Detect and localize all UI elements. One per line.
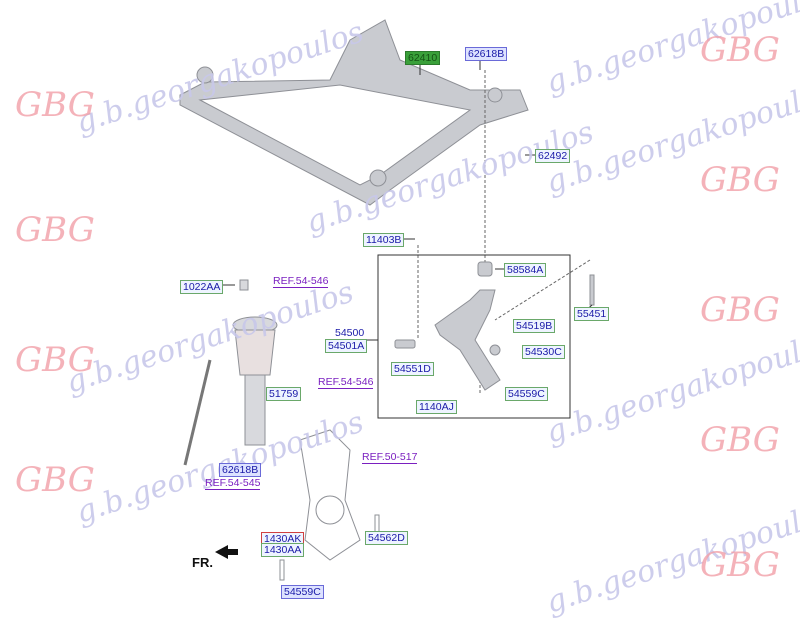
front-arrow-icon — [215, 545, 238, 559]
part-label-51759[interactable]: 51759 — [266, 387, 302, 401]
part-label-62618b[interactable]: 62618B — [465, 47, 508, 61]
watermark-logo-icon: GBG — [700, 30, 780, 70]
watermark-logo-icon: GBG — [15, 85, 95, 125]
watermark-logo-icon: GBG — [700, 545, 780, 585]
part-label-1140aj[interactable]: 1140AJ — [416, 400, 457, 414]
part-label-55451[interactable]: 55451 — [574, 307, 610, 321]
part-label-54500[interactable]: 54500 — [335, 327, 365, 339]
part-label-58584a[interactable]: 58584A — [504, 263, 547, 277]
watermark-logo-icon: GBG — [15, 460, 95, 500]
part-label-62492[interactable]: 62492 — [535, 149, 571, 163]
watermark-logo-icon: GBG — [15, 340, 95, 380]
watermark-logo-icon: GBG — [700, 290, 780, 330]
part-label-11403b[interactable]: 11403B — [363, 233, 405, 247]
ref-label-50-517[interactable]: REF.50-517 — [362, 451, 418, 464]
part-label-54551d[interactable]: 54551D — [391, 362, 434, 376]
part-label-54530c[interactable]: 54530C — [522, 345, 565, 359]
part-label-62410[interactable]: 62410 — [405, 51, 441, 65]
part-label-62618b-lower[interactable]: 62618B — [219, 463, 262, 477]
part-label-1430ak[interactable]: 1430AK — [261, 532, 305, 546]
part-label-54519b[interactable]: 54519B — [513, 319, 556, 333]
watermark-logo-icon: GBG — [700, 420, 780, 460]
ref-label-54-545[interactable]: REF.54-545 — [205, 477, 261, 490]
parts-diagram — [179, 19, 595, 581]
ref-label-54-546-lower[interactable]: REF.54-546 — [318, 376, 374, 389]
part-label-1022aa[interactable]: 1022AA — [180, 280, 224, 294]
front-direction-label: FR. — [192, 555, 213, 570]
part-label-54559c[interactable]: 54559C — [505, 387, 548, 401]
subframe-drawing — [179, 19, 529, 206]
part-label-1430aa[interactable]: 1430AA — [261, 543, 305, 557]
watermark-logo-icon: GBG — [700, 160, 780, 200]
part-label-54562d[interactable]: 54562D — [365, 531, 408, 545]
ref-label-54-546[interactable]: REF.54-546 — [273, 275, 329, 288]
watermark-logo-icon: GBG — [15, 210, 95, 250]
part-label-54501a[interactable]: 54501A — [325, 339, 368, 353]
part-label-54559c-lower[interactable]: 54559C — [281, 585, 324, 599]
